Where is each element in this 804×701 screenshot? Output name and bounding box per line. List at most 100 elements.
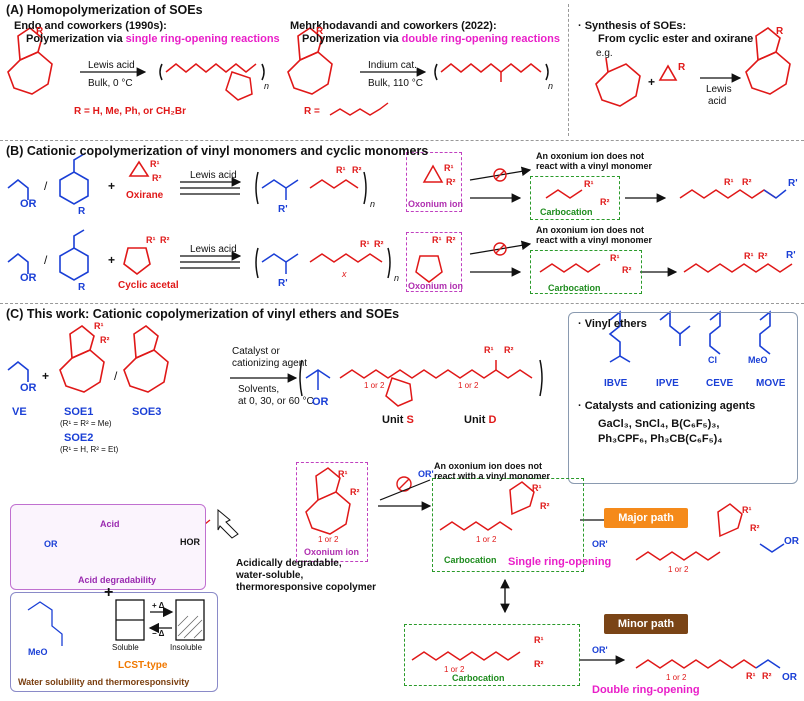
no-react-c-l2: react with a vinyl monomer	[434, 471, 551, 481]
no-react-c-l1: An oxonium ion does not	[434, 461, 542, 471]
lewis-acid-b1: Lewis acid	[190, 170, 237, 181]
soe1-definition: (R¹ = R² = Me)	[60, 419, 112, 428]
oxonium-label-b2: Oxonium ion	[408, 281, 463, 291]
r2-soe1: R²	[100, 335, 110, 345]
hor-label: HOR	[180, 537, 200, 547]
soe2-definition: (R¹ = H, R² = Et)	[60, 445, 119, 454]
or-product-major: OR	[784, 536, 799, 547]
summary-line-2: water-soluble,	[236, 570, 304, 581]
one-or-two-s: 1 or 2	[364, 381, 385, 390]
oxonium-b1	[422, 164, 444, 183]
r2-carbocation-b1: R²	[600, 197, 610, 207]
r2-carbocation-c1: R²	[540, 501, 550, 511]
ceve-label: CEVE	[706, 378, 734, 389]
vinyl-ether-b2	[7, 252, 29, 274]
r2-product-b1: R²	[742, 177, 752, 187]
r2-oxonium-b1: R²	[446, 177, 456, 187]
r2-product-major: R²	[750, 523, 760, 533]
r1-oxonium-c: R¹	[338, 469, 348, 479]
carbocation-box-c1	[432, 478, 584, 572]
oxonium-label-c: Oxonium ion	[304, 547, 359, 557]
r1-oxonium-b1: R¹	[444, 163, 454, 173]
section-a-title: (A) Homopolymerization of SOEs	[6, 3, 203, 17]
rp-product-b2: R'	[786, 250, 796, 261]
no-react-b2-l2: react with a vinyl monomer	[536, 235, 653, 245]
r1-copolymer-b2: R¹	[360, 239, 370, 249]
one-or-two-minor: 1 or 2	[666, 673, 687, 682]
single-ro-product	[635, 503, 785, 561]
r2-copolymer-c: R²	[504, 345, 514, 355]
move-label: MOVE	[756, 378, 786, 389]
divider-a-b	[0, 140, 804, 141]
single-ring-opening-label: Single ring-opening	[508, 556, 612, 568]
soe1-label: SOE1	[64, 406, 94, 418]
carbocation-box-b1	[530, 176, 620, 220]
meo-label: MeO	[748, 355, 768, 365]
or-b1: OR	[20, 198, 37, 210]
r-label-syn: R	[776, 26, 784, 37]
condition-4: at 0, 30, or 60 °C	[238, 396, 314, 407]
vinyl-ether-c	[7, 360, 29, 382]
ipve-label: IPVE	[656, 378, 679, 389]
lewis-acid-b2: Lewis acid	[190, 244, 237, 255]
synthesis-subtitle: From cyclic ester and oxirane	[598, 33, 754, 45]
double-ro-product	[635, 659, 781, 669]
no-react-b1-l2: react with a vinyl monomer	[536, 161, 653, 171]
synthesis-arrow-l1: Lewis	[706, 84, 732, 95]
endo-citation: Endo and coworkers (1990s):	[14, 20, 167, 32]
r1-oxonium-b2: R¹	[432, 235, 442, 245]
acid-degradability-label: Acid degradability	[78, 575, 157, 585]
r2-carbocation-b2: R²	[622, 265, 632, 275]
styrene-b2	[59, 229, 89, 281]
rp-product-b1: R'	[788, 178, 798, 189]
section-b-title: (B) Cationic copolymerization of vinyl m…	[6, 144, 429, 158]
divider-a-synthesis	[568, 4, 569, 136]
polymer-mehr	[434, 63, 549, 82]
plus-b1: +	[108, 179, 116, 193]
r1-carbocation-c2: R¹	[534, 635, 544, 645]
condition-2: cationizing agent	[232, 358, 308, 369]
orp-major: OR'	[592, 539, 608, 549]
plus-degradation: +	[104, 584, 114, 601]
n-b1: n	[370, 199, 376, 209]
divider-b-c	[0, 303, 804, 304]
eg-label: e.g.	[596, 48, 613, 59]
r-label-a1: R	[36, 26, 44, 37]
one-or-two-d: 1 or 2	[458, 381, 479, 390]
soe-monomer-mehr	[287, 27, 333, 95]
oxonium-box-b2	[406, 232, 462, 292]
copolymer-c	[299, 359, 543, 407]
r-styrene-b2: R	[78, 282, 86, 293]
r2-definition: R =	[304, 106, 320, 117]
soe-product	[745, 27, 791, 95]
rp-b2: R'	[278, 278, 288, 289]
copolymer-b1	[255, 171, 367, 205]
one-or-two-c2: 1 or 2	[444, 665, 465, 674]
x-copolymer-b2: x	[342, 269, 347, 279]
r1-copolymer-b1: R¹	[336, 165, 346, 175]
soe3-structure	[123, 325, 169, 393]
or-product-minor: OR	[782, 672, 797, 683]
insoluble-hatch	[177, 615, 203, 639]
arrow-a1-bottom: Bulk, 0 °C	[88, 78, 133, 89]
carbocation-b2	[539, 263, 601, 273]
or-copolymer-c: OR	[312, 396, 329, 408]
r1-carbocation-b2: R¹	[610, 253, 620, 263]
one-or-two-oxonium: 1 or 2	[318, 535, 339, 544]
polymer-endo	[159, 63, 265, 101]
mehr-subtitle: Polymerization via double ring-opening r…	[302, 33, 560, 45]
carbocation-label-c2: Carbocation	[452, 673, 505, 683]
no-reaction-icon	[493, 168, 507, 182]
cyclic-acetal-label: Cyclic acetal	[118, 280, 179, 291]
arrow-a1-top: Lewis acid	[88, 60, 135, 71]
r-definition: R = H, Me, Ph, or CH₂Br	[74, 106, 186, 117]
rp-b1: R'	[278, 204, 288, 215]
orp-vinyl-c: OR'	[418, 469, 434, 479]
soe2-label: SOE2	[64, 432, 94, 444]
section-c-title: (C) This work: Cationic copolymerization…	[6, 307, 400, 321]
r2-copolymer-b1: R²	[352, 165, 362, 175]
arrow-a2-top: Indium cat.	[368, 60, 417, 71]
cl-label: Cl	[708, 355, 717, 365]
insoluble-label: Insoluble	[170, 643, 203, 652]
mehr-citation: Mehrkhodavandi and coworkers (2022):	[290, 20, 497, 32]
